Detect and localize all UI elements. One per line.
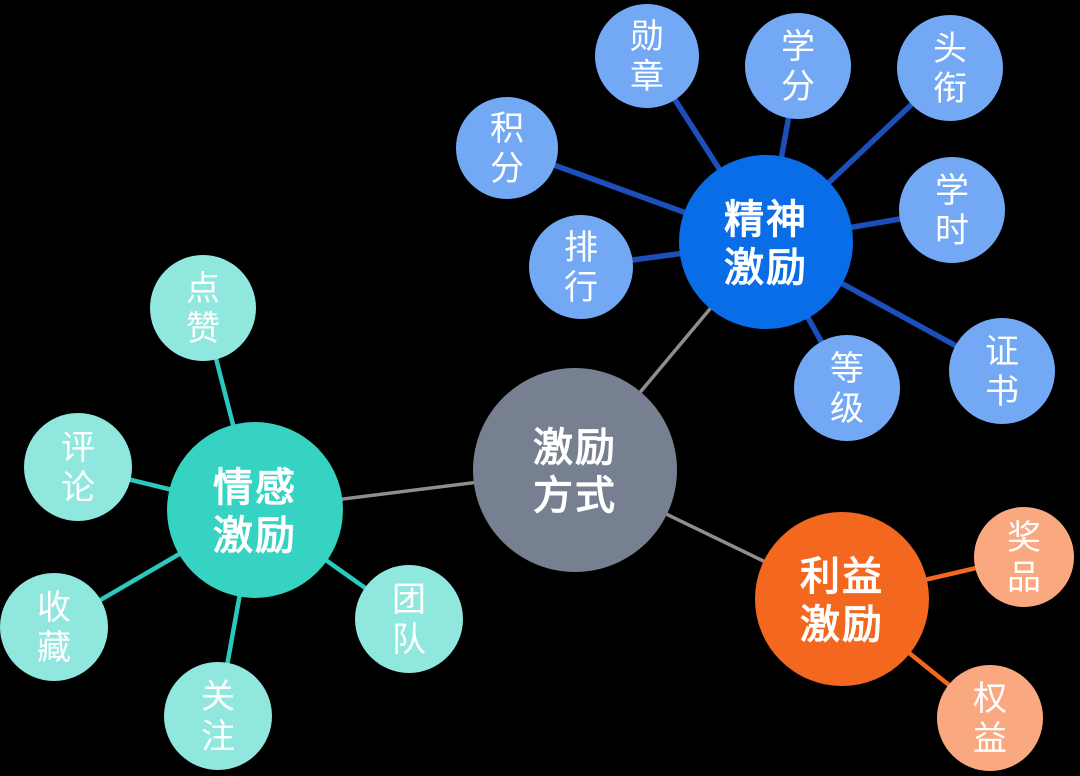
branch-node-benefit-incentive-label: 利益激励	[800, 554, 884, 648]
satellite-node-ranking-circle[interactable]	[529, 215, 633, 319]
satellite-node-follow-label: 关注	[201, 677, 235, 757]
satellite-node-ranking[interactable]: 排行	[529, 215, 633, 319]
satellite-node-level-label: 等级	[830, 349, 864, 429]
satellite-node-certificate[interactable]: 证书	[949, 318, 1055, 424]
center-node-incentive-methods-circle[interactable]	[473, 368, 677, 572]
satellite-node-team-circle[interactable]	[355, 565, 463, 673]
branch-node-spiritual-incentive-label: 精神激励	[724, 197, 808, 291]
satellite-node-prize-circle[interactable]	[974, 507, 1074, 607]
center-node-incentive-methods-label: 激励方式	[533, 425, 617, 519]
satellite-node-rights-label: 权益	[973, 679, 1007, 759]
satellite-node-follow[interactable]: 关注	[164, 662, 272, 770]
satellite-node-credit[interactable]: 学分	[745, 13, 851, 119]
center-node-incentive-methods[interactable]: 激励方式	[473, 368, 677, 572]
satellite-node-class-hours-circle[interactable]	[899, 157, 1005, 263]
satellite-node-favorite-label: 收藏	[37, 588, 71, 668]
satellite-node-level-circle[interactable]	[794, 335, 900, 441]
satellite-node-class-hours-label: 学时	[935, 171, 969, 251]
satellite-node-favorite-circle[interactable]	[0, 573, 108, 681]
satellite-node-like-label: 点赞	[186, 269, 220, 349]
satellite-node-medal[interactable]: 勋章	[595, 4, 699, 108]
satellite-node-favorite[interactable]: 收藏	[0, 573, 108, 681]
branch-node-emotional-incentive[interactable]: 情感激励	[167, 422, 343, 598]
satellite-node-rights[interactable]: 权益	[937, 665, 1043, 771]
satellite-node-certificate-label: 证书	[985, 332, 1019, 412]
satellite-node-prize-label: 奖品	[1007, 518, 1041, 598]
satellite-node-comment-circle[interactable]	[24, 413, 132, 521]
satellite-node-rights-circle[interactable]	[937, 665, 1043, 771]
branch-node-emotional-incentive-circle[interactable]	[167, 422, 343, 598]
satellite-node-certificate-circle[interactable]	[949, 318, 1055, 424]
satellite-node-medal-circle[interactable]	[595, 4, 699, 108]
branch-node-spiritual-incentive[interactable]: 精神激励	[679, 155, 853, 329]
satellite-node-title[interactable]: 头衔	[897, 15, 1003, 121]
satellite-node-follow-circle[interactable]	[164, 662, 272, 770]
satellite-node-like[interactable]: 点赞	[150, 255, 256, 361]
satellite-node-prize[interactable]: 奖品	[974, 507, 1074, 607]
branch-node-emotional-incentive-label: 情感激励	[213, 465, 297, 559]
branch-node-benefit-incentive-circle[interactable]	[755, 512, 929, 686]
satellite-node-level[interactable]: 等级	[794, 335, 900, 441]
satellite-node-medal-label: 勋章	[630, 17, 664, 97]
satellite-node-team-label: 团队	[392, 580, 426, 660]
satellite-node-points-circle[interactable]	[456, 97, 558, 199]
satellite-node-credit-label: 学分	[781, 27, 815, 107]
satellite-node-comment[interactable]: 评论	[24, 413, 132, 521]
branch-node-spiritual-incentive-circle[interactable]	[679, 155, 853, 329]
branch-node-benefit-incentive[interactable]: 利益激励	[755, 512, 929, 686]
satellite-node-title-circle[interactable]	[897, 15, 1003, 121]
satellite-node-points-label: 积分	[490, 109, 524, 189]
satellite-node-ranking-label: 排行	[564, 228, 598, 308]
satellite-node-points[interactable]: 积分	[456, 97, 558, 199]
satellite-node-like-circle[interactable]	[150, 255, 256, 361]
satellite-node-comment-label: 评论	[61, 428, 95, 508]
satellite-node-class-hours[interactable]: 学时	[899, 157, 1005, 263]
satellite-node-team[interactable]: 团队	[355, 565, 463, 673]
satellite-node-credit-circle[interactable]	[745, 13, 851, 119]
satellite-node-title-label: 头衔	[933, 29, 967, 109]
